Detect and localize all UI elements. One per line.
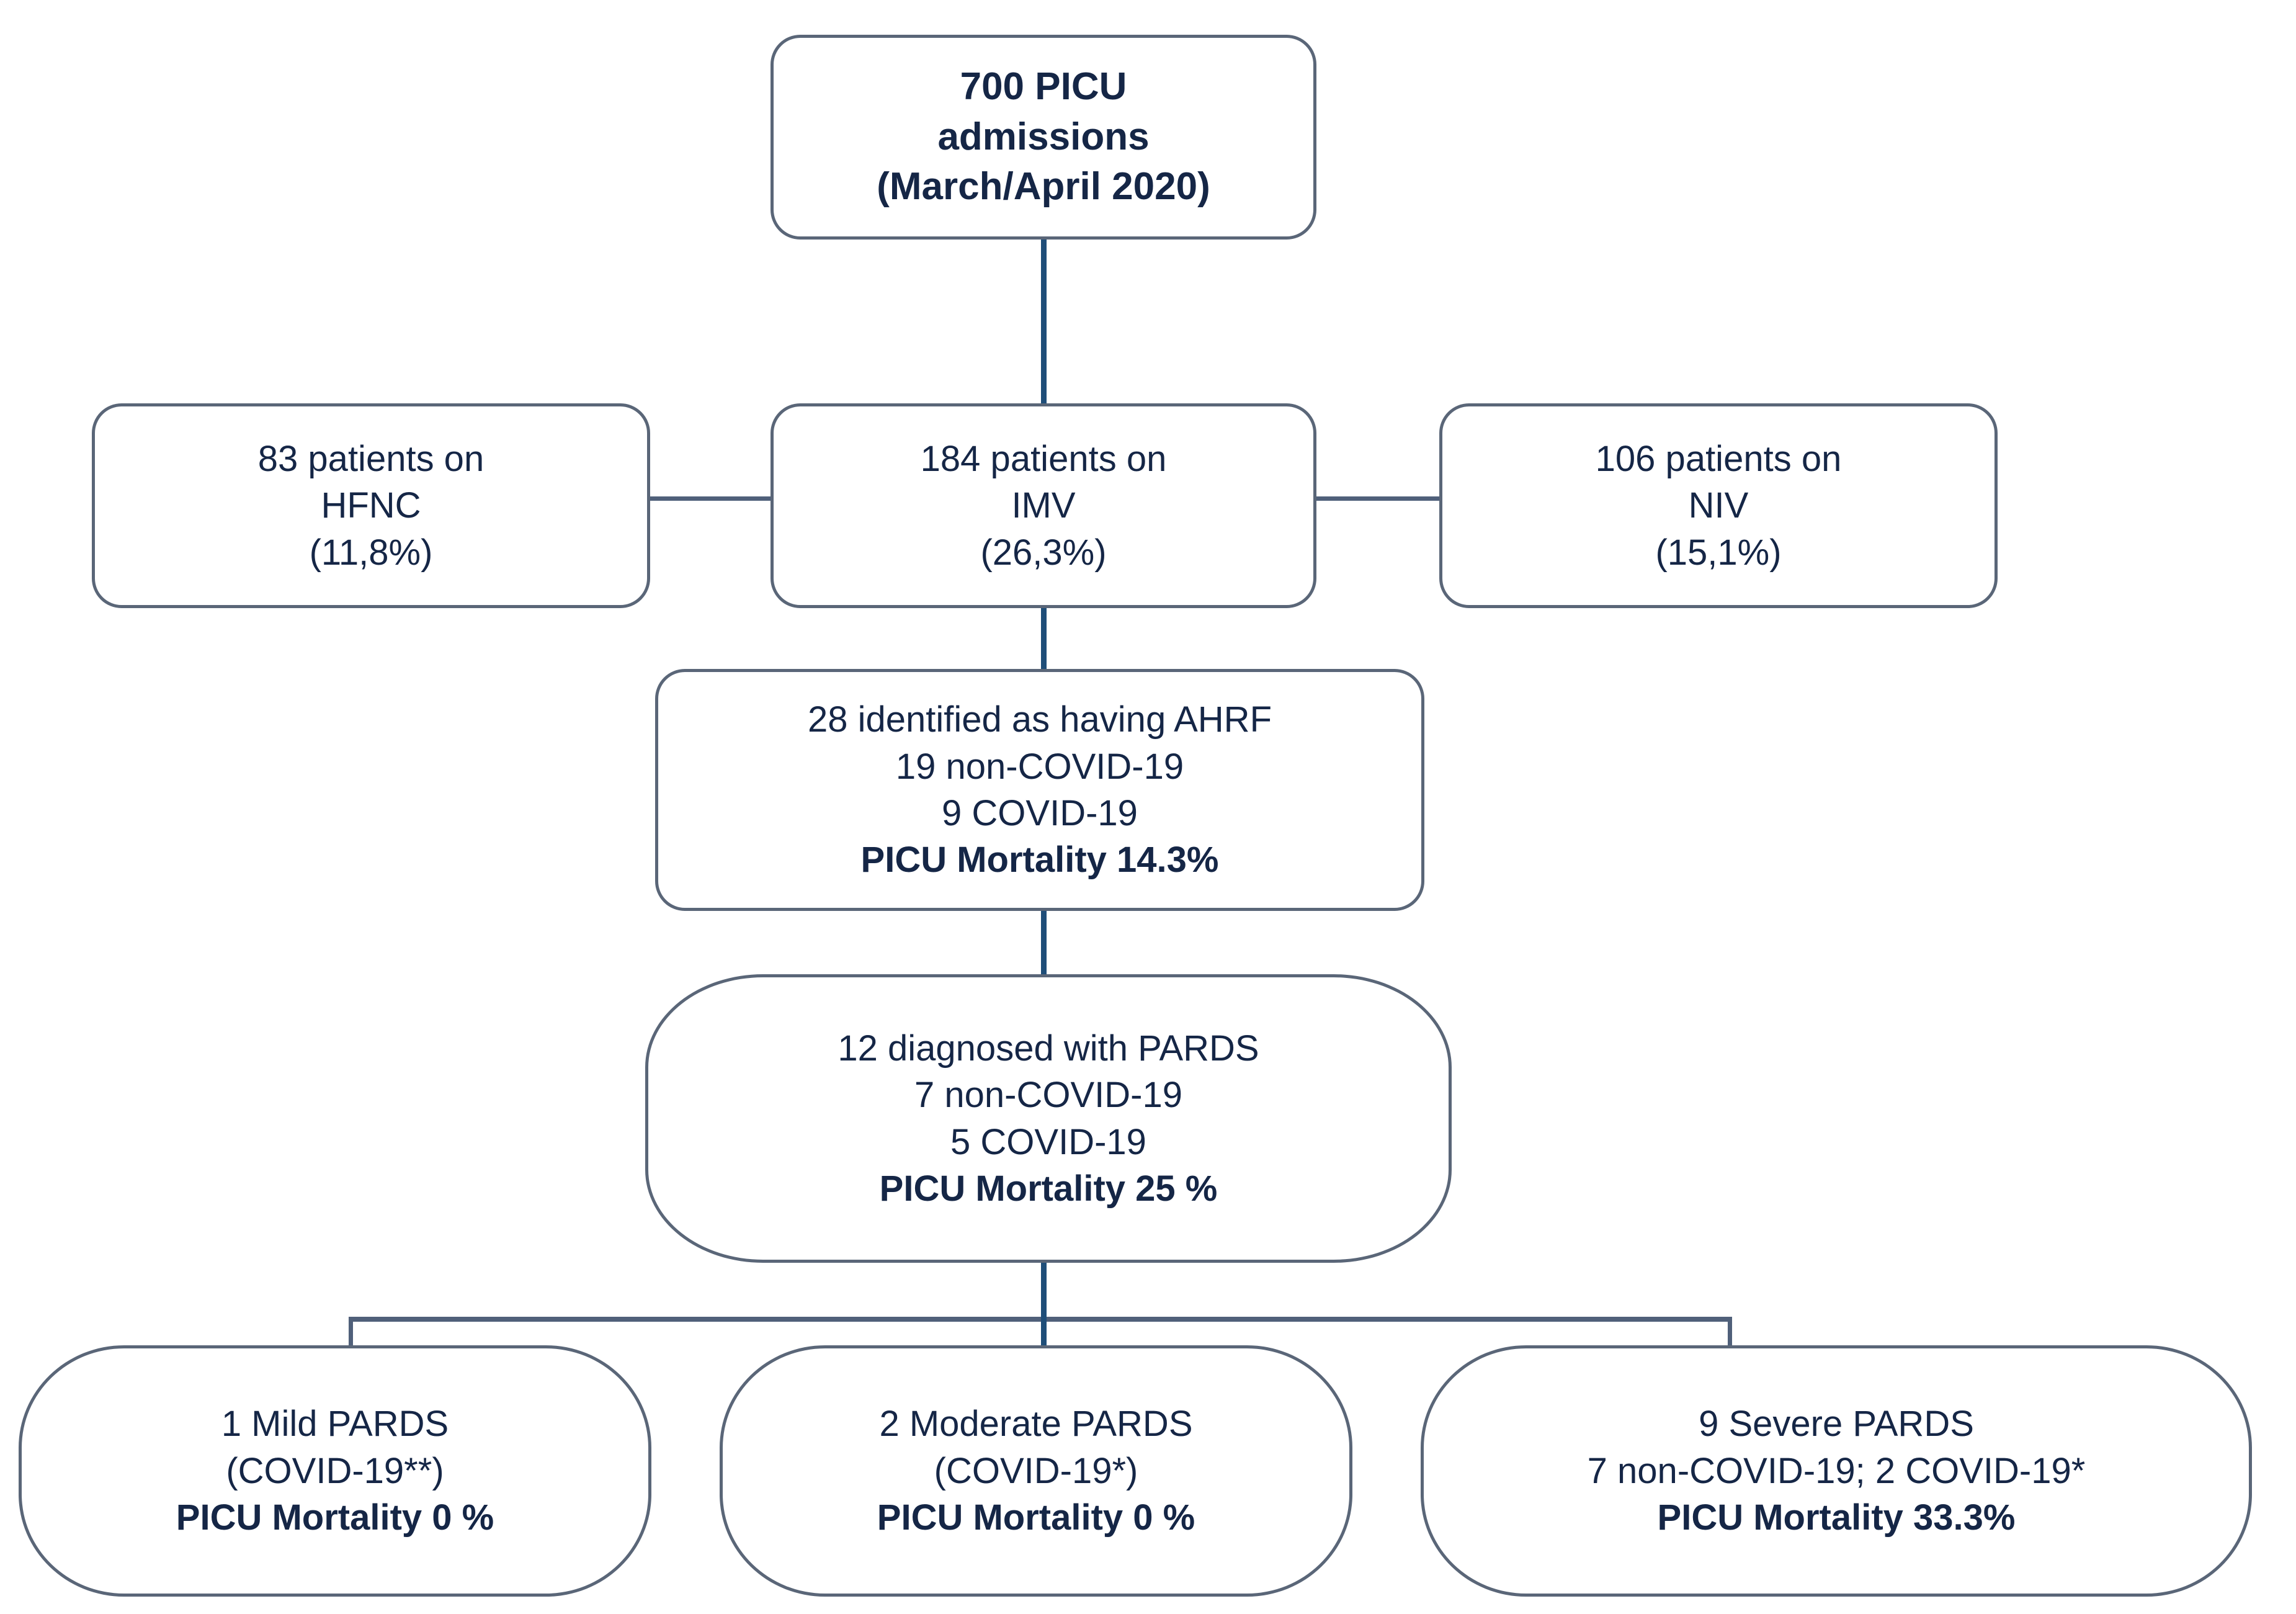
- admissions-line-3: (March/April 2020): [877, 165, 1210, 208]
- hfnc-line-1: 83 patients on: [257, 438, 485, 479]
- mild-mortality: PICU Mortality 0 %: [176, 1497, 494, 1538]
- niv-line-1: 106 patients on: [1595, 438, 1842, 479]
- imv-line-3: (26,3%): [980, 532, 1107, 573]
- severe-line-1: 9 Severe PARDS: [1699, 1404, 1974, 1445]
- ahrf-mortality: PICU Mortality 14.3%: [860, 840, 1219, 881]
- severe-mortality: PICU Mortality 33.3%: [1657, 1497, 2016, 1538]
- node-imv-patients: 184 patients on IMV (26,3%): [771, 403, 1316, 608]
- mild-line-2: (COVID-19**): [226, 1450, 444, 1491]
- pards-line-2: 7 non-COVID-19: [914, 1075, 1182, 1116]
- node-ahrf-identified: 28 identified as having AHRF 19 non-COVI…: [655, 669, 1424, 911]
- admissions-line-1: 700 PICU: [960, 65, 1127, 109]
- niv-line-2: NIV: [1688, 485, 1749, 526]
- node-picu-admissions: 700 PICU admissions (March/April 2020): [771, 35, 1316, 240]
- node-mild-pards: 1 Mild PARDS (COVID-19**) PICU Mortality…: [19, 1345, 651, 1597]
- connector-imv-to-ahrf: [1041, 606, 1047, 671]
- mild-line-1: 1 Mild PARDS: [221, 1404, 449, 1445]
- ahrf-line-3: 9 COVID-19: [942, 793, 1138, 833]
- pards-line-1: 12 diagnosed with PARDS: [838, 1028, 1259, 1069]
- connector-imv-to-niv: [1314, 496, 1442, 501]
- pards-mortality: PICU Mortality 25 %: [879, 1168, 1218, 1209]
- moderate-line-1: 2 Moderate PARDS: [879, 1404, 1193, 1445]
- ahrf-line-2: 19 non-COVID-19: [895, 746, 1184, 787]
- ahrf-line-1: 28 identified as having AHRF: [808, 699, 1272, 740]
- hfnc-line-3: (11,8%): [309, 532, 433, 573]
- connector-pards-to-branch-bus: [1041, 1260, 1047, 1321]
- connector-ahrf-to-pards: [1041, 908, 1047, 977]
- severe-line-2: 7 non-COVID-19; 2 COVID-19*: [1587, 1450, 2086, 1491]
- branch-bus-horizontal: [349, 1317, 1732, 1322]
- node-niv-patients: 106 patients on NIV (15,1%): [1439, 403, 1998, 608]
- node-moderate-pards: 2 Moderate PARDS (COVID-19*) PICU Mortal…: [720, 1345, 1352, 1597]
- niv-line-3: (15,1%): [1655, 532, 1782, 573]
- pards-line-3: 5 COVID-19: [950, 1121, 1146, 1162]
- imv-line-1: 184 patients on: [920, 438, 1167, 479]
- node-hfnc-patients: 83 patients on HFNC (11,8%): [92, 403, 650, 608]
- admissions-line-2: admissions: [937, 115, 1150, 158]
- node-pards-diagnosed: 12 diagnosed with PARDS 7 non-COVID-19 5…: [645, 974, 1452, 1263]
- connector-imv-to-hfnc: [648, 496, 773, 501]
- moderate-mortality: PICU Mortality 0 %: [877, 1497, 1195, 1538]
- connector-admissions-to-imv: [1041, 240, 1047, 406]
- imv-line-2: IMV: [1011, 485, 1076, 526]
- node-severe-pards: 9 Severe PARDS 7 non-COVID-19; 2 COVID-1…: [1421, 1345, 2252, 1597]
- moderate-line-2: (COVID-19*): [934, 1450, 1138, 1491]
- hfnc-line-2: HFNC: [321, 485, 421, 526]
